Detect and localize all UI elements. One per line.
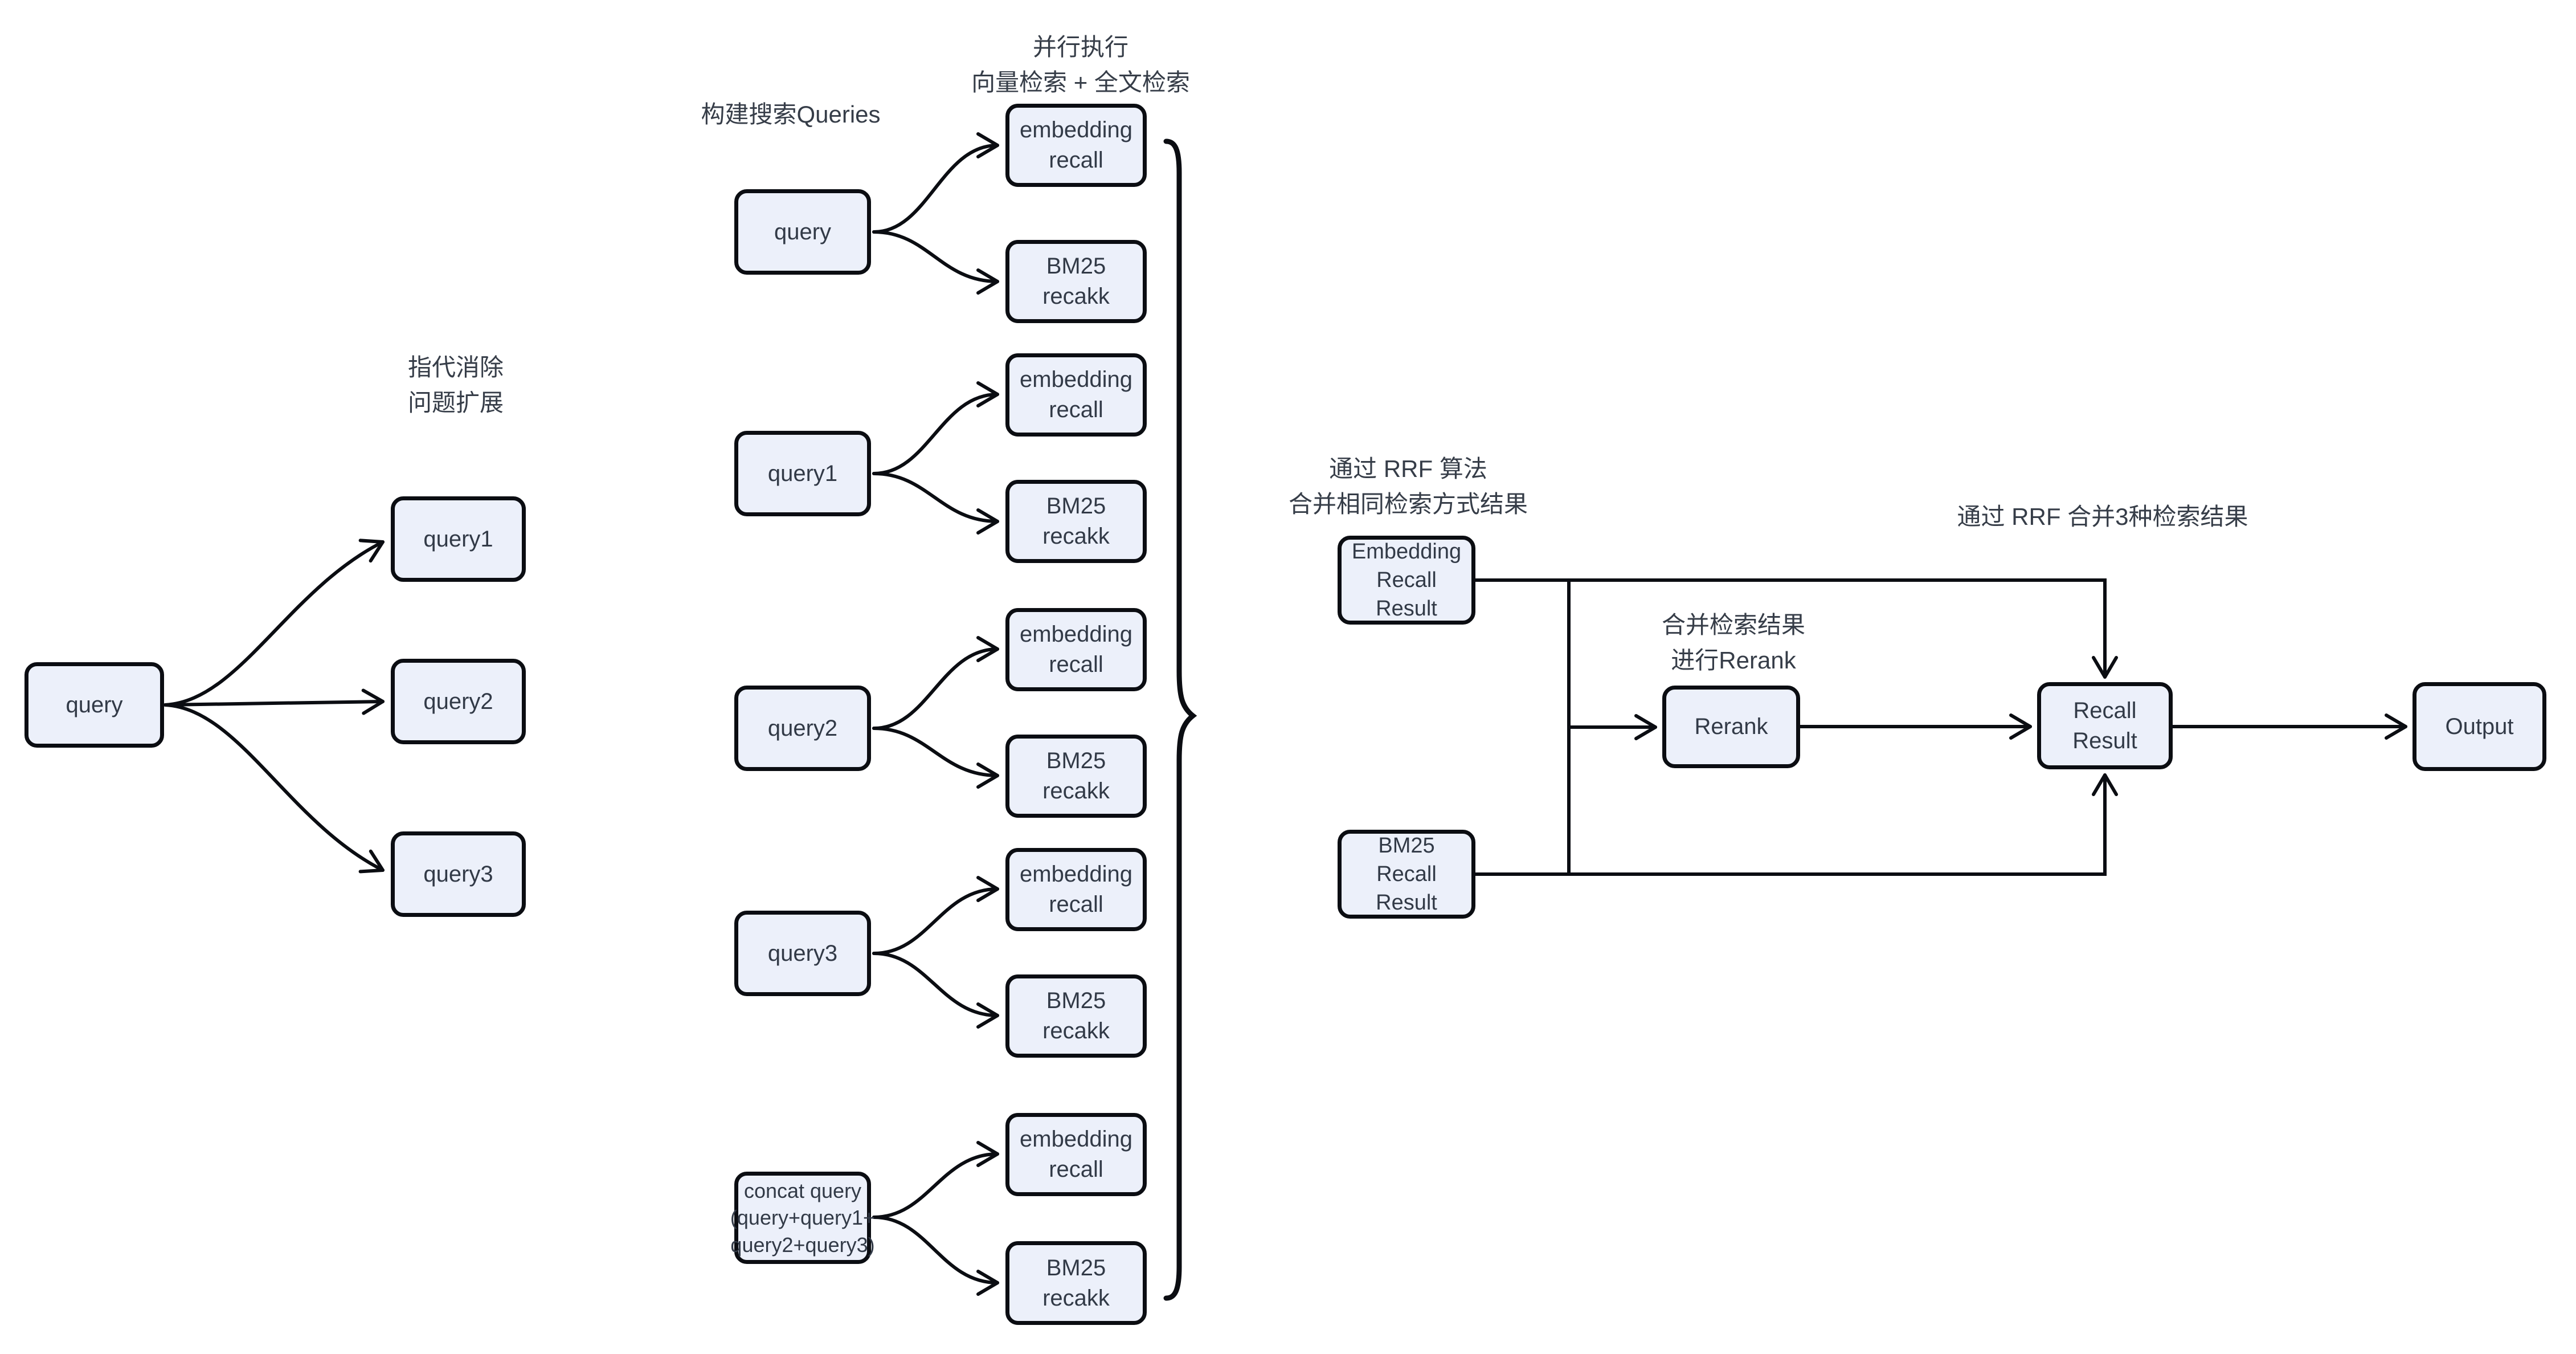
edge-q2-embedding [872,636,999,730]
node-search-query-concat: concat query (query+query1+ query2+query… [730,1172,875,1264]
node-bm25-recall-4: BM25 recakk [1005,1241,1147,1325]
label-build-queries: 构建搜索Queries [701,101,881,128]
edge-q3-embedding [872,876,999,955]
node-search-query-1: query1 [734,431,871,516]
node-embedding-recall-result: Embedding Recall Result [1338,536,1475,625]
node-query2-expanded: query2 [391,659,526,744]
node-bm25-recall-2: BM25 recakk [1005,735,1147,818]
node-embedding-recall-1: embedding recall [1005,353,1147,437]
edge-q0-embedding [872,132,999,234]
edge-q1-embedding [872,381,999,475]
node-search-query-3: query3 [734,911,871,996]
label-parallel-exec: 并行执行 向量检索 + 全文检索 [971,34,1190,96]
edge-embedding-result-to-recall-result [1474,578,2118,679]
node-embedding-recall-4: embedding recall [1005,1113,1147,1196]
node-embedding-recall-0: embedding recall [1005,104,1147,187]
edge-q1-bm25 [872,472,999,535]
edge-concat-embedding [872,1141,999,1219]
node-bm25-recall-3: BM25 recakk [1005,974,1147,1058]
label-rrf-merge-three: 通过 RRF 合并3种检索结果 [1957,503,2248,530]
node-query1-expanded: query1 [391,496,526,582]
node-embedding-recall-3: embedding recall [1005,848,1147,931]
node-bm25-recall-result: BM25 Recall Result [1338,830,1475,919]
edge-query-to-query3 [163,703,385,874]
node-search-query-2: query2 [734,686,871,771]
node-query-source: query [24,662,164,748]
edge-concat-bm25 [872,1216,999,1296]
edge-q2-bm25 [872,727,999,789]
edge-q3-bm25 [872,952,999,1029]
node-recall-result: Recall Result [2037,682,2173,769]
brace [1163,138,1197,1301]
label-merge-rerank: 合并检索结果 进行Rerank [1661,611,1805,674]
node-bm25-recall-0: BM25 recakk [1005,240,1147,323]
label-rrf-merge-same: 通过 RRF 算法 合并相同检索方式结果 [1288,455,1528,518]
edge-q0-bm25 [872,230,999,295]
label-coref-expansion: 指代消除 问题扩展 [407,354,504,417]
node-embedding-recall-2: embedding recall [1005,608,1147,691]
edge-bm25-result-to-recall-result [1474,773,2118,876]
node-rerank: Rerank [1662,686,1800,768]
edge-query-to-query2 [163,688,385,715]
node-bm25-recall-1: BM25 recakk [1005,480,1147,563]
node-search-query-0: query [734,189,871,275]
edge-query-to-query1 [163,539,385,707]
node-query3-expanded: query3 [391,831,526,917]
node-output: Output [2413,682,2546,771]
